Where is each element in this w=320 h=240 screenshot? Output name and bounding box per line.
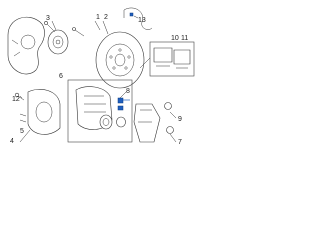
callout-13: 13 bbox=[138, 17, 146, 24]
callout-8: 8 bbox=[126, 88, 130, 95]
callout-11: 11 bbox=[181, 35, 188, 42]
callout-9: 9 bbox=[178, 116, 182, 123]
dust-shield bbox=[7, 16, 45, 75]
callout-4: 4 bbox=[10, 138, 14, 145]
callout-5: 5 bbox=[20, 128, 24, 135]
brake-rotor bbox=[95, 31, 145, 89]
callout-6: 6 bbox=[59, 73, 63, 80]
leader-lines bbox=[19, 15, 177, 143]
callout-3: 3 bbox=[46, 15, 50, 22]
bracket-bolt-lower bbox=[166, 126, 174, 134]
brake-parts-diagram: 3 1 2 13 10 11 6 8 12 4 9 7 5 bbox=[7, 7, 195, 146]
callout-7: 7 bbox=[178, 139, 182, 146]
piston bbox=[99, 114, 113, 130]
mounting-bolt bbox=[72, 27, 85, 37]
sensor-clip-highlight bbox=[129, 12, 134, 17]
caliper-assembly-box bbox=[67, 79, 133, 143]
piston-seal bbox=[116, 116, 126, 128]
callout-2: 2 bbox=[104, 14, 108, 21]
bleeder-valve bbox=[14, 92, 20, 98]
hub-bearing bbox=[47, 29, 69, 55]
guide-pin-bolt-highlight bbox=[117, 97, 130, 111]
bracket-bolt bbox=[164, 102, 172, 110]
callout-1: 1 bbox=[96, 14, 100, 21]
callout-10: 10 bbox=[171, 35, 179, 42]
caliper-bracket bbox=[133, 102, 174, 143]
brake-pad-set-box bbox=[149, 41, 195, 77]
caliper-housing bbox=[14, 89, 61, 135]
callout-12: 12 bbox=[12, 96, 20, 103]
hub-bolt bbox=[44, 21, 56, 33]
